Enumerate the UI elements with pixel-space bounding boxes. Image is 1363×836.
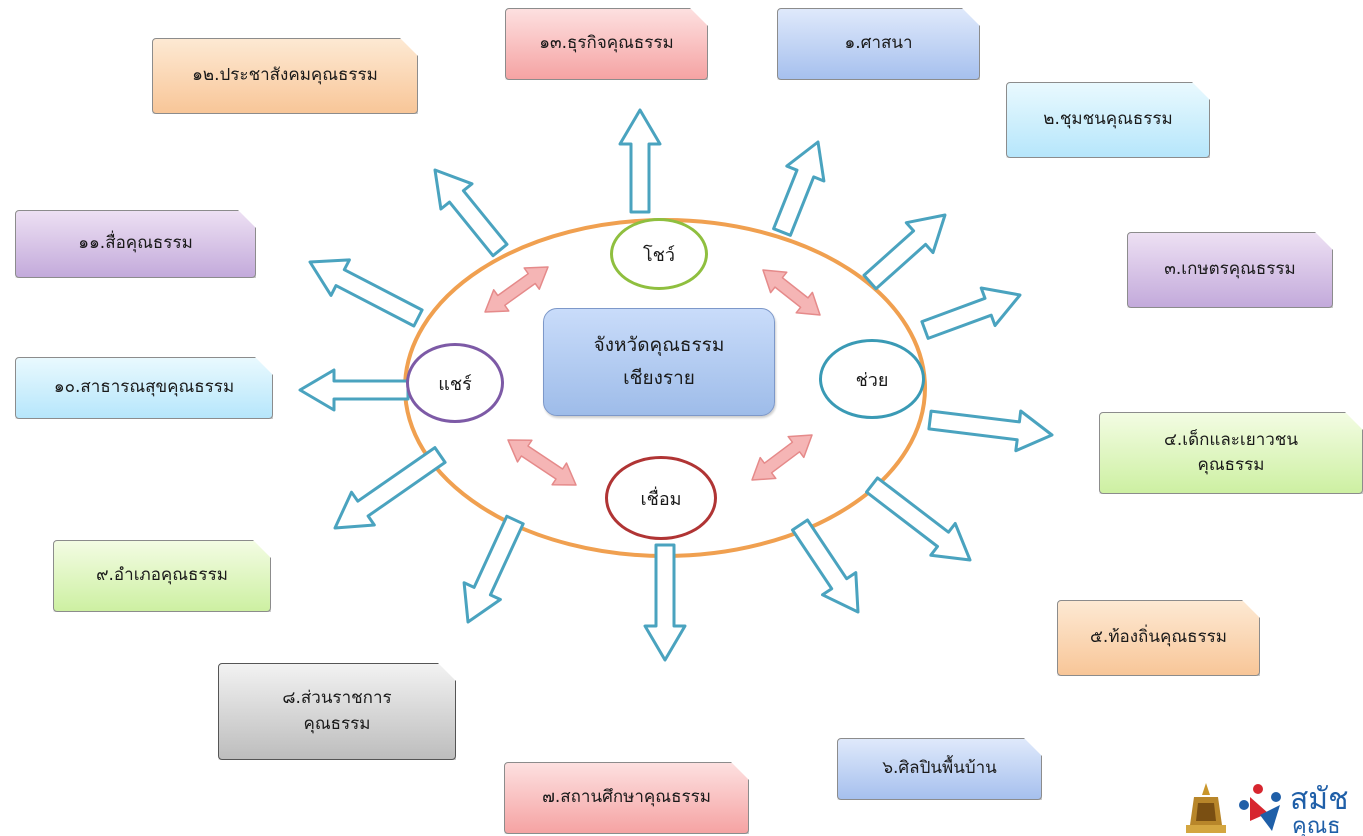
- arrow-to-community: [862, 213, 947, 291]
- box-religion: ๑.ศาสนา: [777, 8, 980, 80]
- box-moral-youth: ๔.เด็กและเยาวชนคุณธรรม: [1099, 412, 1363, 494]
- box-moral-local: ๕.ท้องถิ่นคุณธรรม: [1057, 600, 1260, 676]
- box-moral-community: ๒.ชุมชนคุณธรรม: [1006, 82, 1210, 158]
- arrow-to-public-health: [298, 368, 410, 412]
- arrow-to-religion: [772, 140, 826, 237]
- ring-share: แชร์: [406, 343, 504, 423]
- arrow-to-business: [618, 108, 662, 214]
- double-arrow-lower-right: [751, 434, 813, 481]
- arrow-to-government: [462, 514, 525, 624]
- star-people-icon: [1239, 784, 1281, 831]
- arrow-to-youth: [927, 409, 1054, 453]
- arrow-to-folk-artists: [791, 518, 860, 614]
- box-moral-public-health: ๑๐.สาธารณสุขคุณธรรม: [15, 357, 273, 419]
- arrow-to-schools: [643, 543, 687, 662]
- box-folk-artists: ๖.ศิลปินพื้นบ้าน: [837, 738, 1042, 800]
- svg-text:สมัช: สมัช: [1290, 782, 1348, 817]
- box-moral-government: ๘.ส่วนราชการคุณธรรม: [218, 663, 456, 760]
- box-moral-media: ๑๑.สื่อคุณธรรม: [15, 210, 256, 278]
- arrow-to-local: [865, 476, 972, 562]
- arrow-to-civil-society: [433, 168, 509, 258]
- center-subtitle: เชียงราย: [623, 367, 695, 389]
- temple-emblem-icon: [1186, 783, 1226, 833]
- ring-show: โชว์: [610, 218, 708, 290]
- box-moral-district: ๙.อำเภอคุณธรรม: [53, 540, 271, 612]
- arrow-to-agriculture: [920, 286, 1022, 340]
- box-moral-civil-society: ๑๒.ประชาสังคมคุณธรรม: [152, 38, 418, 114]
- logo: สมัช คุณธ: [1186, 782, 1348, 836]
- svg-text:คุณธ: คุณธ: [1292, 814, 1341, 836]
- double-arrow-upper-right: [762, 269, 821, 316]
- box-moral-schools: ๗.สถานศึกษาคุณธรรม: [504, 762, 749, 834]
- arrow-to-district: [333, 446, 447, 530]
- center-title: จังหวัดคุณธรรม: [593, 333, 725, 356]
- arrow-to-media: [308, 258, 424, 328]
- ring-connect: เชื่อม: [605, 456, 717, 540]
- double-arrow-lower-left: [507, 439, 577, 486]
- center-node-moral-province: จังหวัดคุณธรรม เชียงราย: [543, 308, 775, 416]
- box-moral-agriculture: ๓.เกษตรคุณธรรม: [1127, 232, 1333, 308]
- double-arrow-upper-left: [484, 266, 549, 313]
- ring-help: ช่วย: [819, 339, 925, 419]
- box-moral-business: ๑๓.ธุรกิจคุณธรรม: [505, 8, 708, 80]
